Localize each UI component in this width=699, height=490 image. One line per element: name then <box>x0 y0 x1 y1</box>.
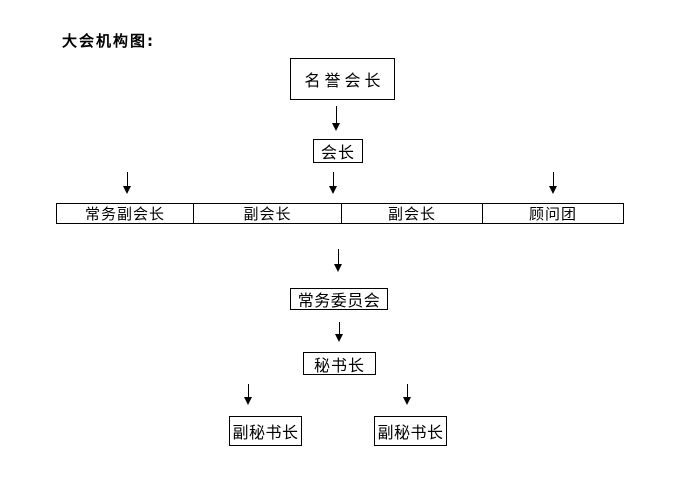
arrow-shaft <box>339 322 340 336</box>
arrow-shaft <box>407 384 408 399</box>
arrow-shaft <box>336 106 337 125</box>
arrow-head-icon <box>332 123 340 131</box>
connector-arrow-committee-to-secretary <box>335 322 344 342</box>
arrow-head-icon <box>334 264 342 272</box>
arrow-shaft <box>248 384 249 399</box>
arrow-shaft <box>553 172 554 188</box>
arrow-shaft <box>338 249 339 266</box>
connector-arrow-president-to-row <box>329 172 338 194</box>
org-cell-vice-president-1: 副会长 <box>193 204 341 223</box>
arrow-head-icon <box>244 397 252 405</box>
org-box-deputy-secretary-general-1: 副秘书长 <box>229 416 302 446</box>
org-box-honorary-president: 名誉会长 <box>290 58 395 100</box>
arrow-head-icon <box>335 334 343 342</box>
org-box-secretary-general: 秘书长 <box>303 352 376 375</box>
org-row-vice-presidents: 常务副会长 副会长 副会长 顾问团 <box>56 203 624 224</box>
connector-arrow-to-deputy-secretary-2 <box>403 384 412 405</box>
arrow-head-icon <box>329 186 337 194</box>
chart-title: 大会机构图: <box>62 32 155 50</box>
org-box-deputy-secretary-general-2: 副秘书长 <box>374 416 447 446</box>
arrow-head-icon <box>549 186 557 194</box>
arrow-head-icon <box>403 397 411 405</box>
connector-arrow-to-exec-vice-president <box>123 172 132 194</box>
org-box-standing-committee: 常务委员会 <box>290 288 388 310</box>
arrow-shaft <box>333 172 334 188</box>
org-cell-advisory-group: 顾问团 <box>482 204 623 223</box>
connector-arrow-to-deputy-secretary-1 <box>244 384 253 405</box>
connector-arrow-row-to-standing-committee <box>334 249 343 272</box>
org-cell-exec-vice-president: 常务副会长 <box>84 205 165 223</box>
connector-arrow-to-advisory-group <box>549 172 558 194</box>
arrow-head-icon <box>123 186 131 194</box>
org-box-president: 会长 <box>313 139 363 163</box>
org-cell-vice-president-2: 副会长 <box>341 204 482 223</box>
connector-arrow-honorary-to-president <box>332 106 341 131</box>
arrow-shaft <box>127 172 128 188</box>
